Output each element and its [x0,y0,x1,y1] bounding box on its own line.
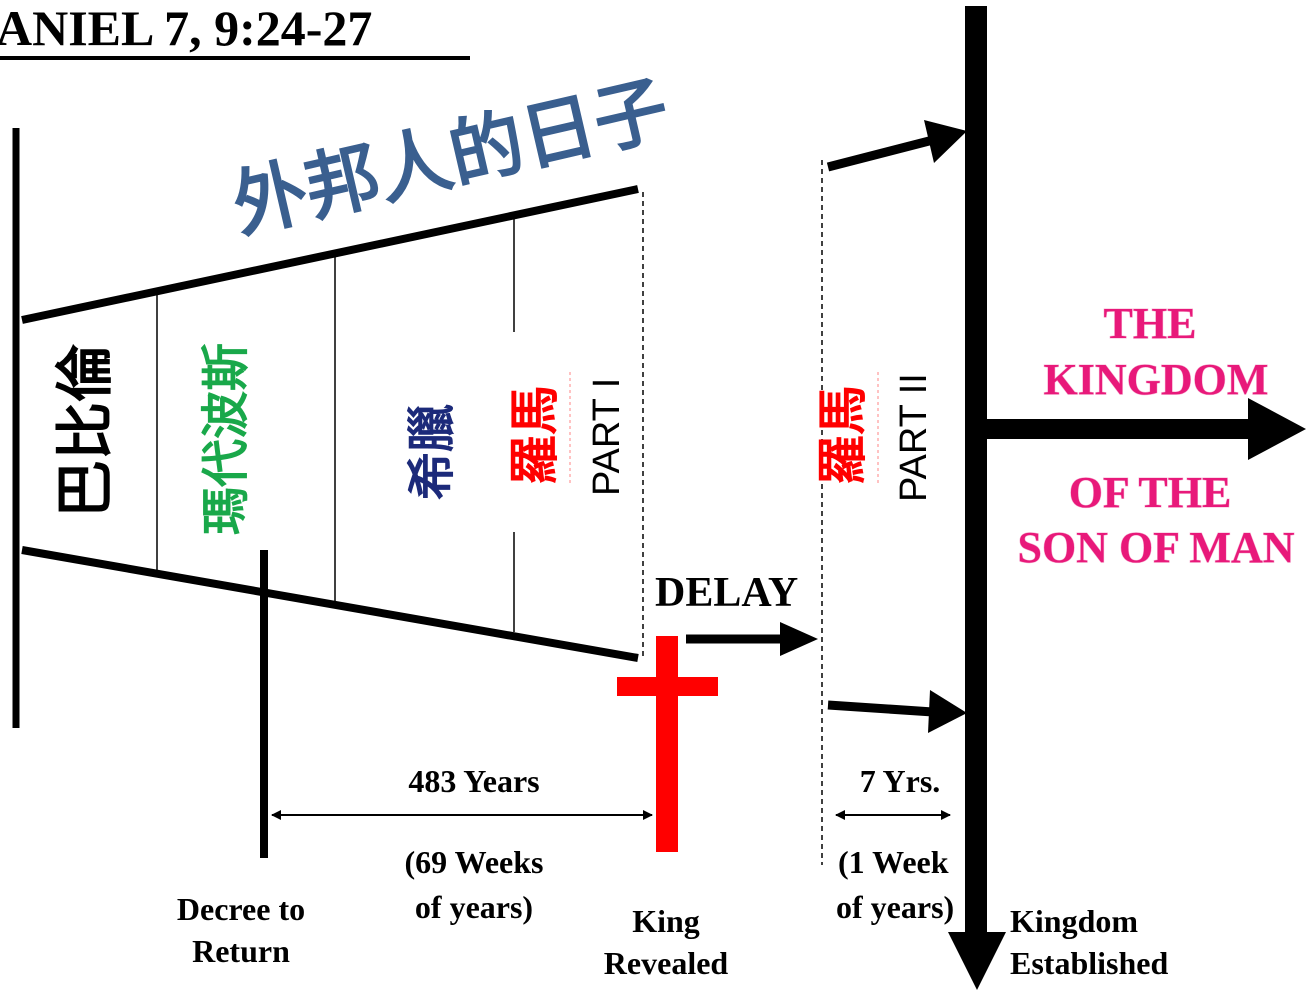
upper-arrow-shaft [826,135,935,172]
label-rome-part1: 羅馬 [506,385,564,485]
upper-arrow-icon [924,120,967,163]
king-label-1: King [632,903,700,939]
lower-arrow-shaft [827,700,934,717]
span-7-sub2: of years) [836,889,954,925]
span-483-label: 483 Years [408,763,539,799]
delay-arrow-icon [780,622,818,656]
decree-label-2: Return [192,933,290,969]
label-rome-part2: 羅馬 [814,385,872,485]
span-7-label: 7 Yrs. [860,763,941,799]
label-part-2: PART II [893,373,935,502]
decree-label-1: Decree to [177,891,305,927]
page-title: ANIEL 7, 9:24-27 [0,0,372,56]
label-babylon: 巴比倫 [51,343,119,518]
kingdom-line-4: SON OF MAN [1017,523,1294,572]
delay-label: DELAY [655,570,798,616]
king-label-2: Revealed [604,945,729,981]
right-arrow-icon [1248,398,1306,460]
lower-arrow-icon [928,690,967,733]
upper-timeline [21,185,639,324]
cross-bar [617,677,718,696]
kingdom-established-1: Kingdom [1010,903,1138,939]
span-7-sub1: (1 Week [838,844,949,880]
gentiles-banner: 外邦人的日子 [225,66,677,250]
kingdom-line-2: KINGDOM [1044,355,1269,404]
span-483-sub1: (69 Weeks [405,844,544,880]
label-part-1: PART I [586,378,628,496]
cross-icon [656,636,678,852]
kingdom-line-1: THE [1104,299,1197,348]
down-arrow-icon [948,932,1006,990]
span-483-sub2: of years) [415,889,533,925]
label-greece: 希臘 [404,404,460,500]
lower-timeline [21,546,639,662]
label-medo-persia: 瑪代波斯 [198,343,254,535]
kingdom-line-3: OF THE [1069,468,1232,517]
kingdom-established-2: Established [1010,945,1168,981]
